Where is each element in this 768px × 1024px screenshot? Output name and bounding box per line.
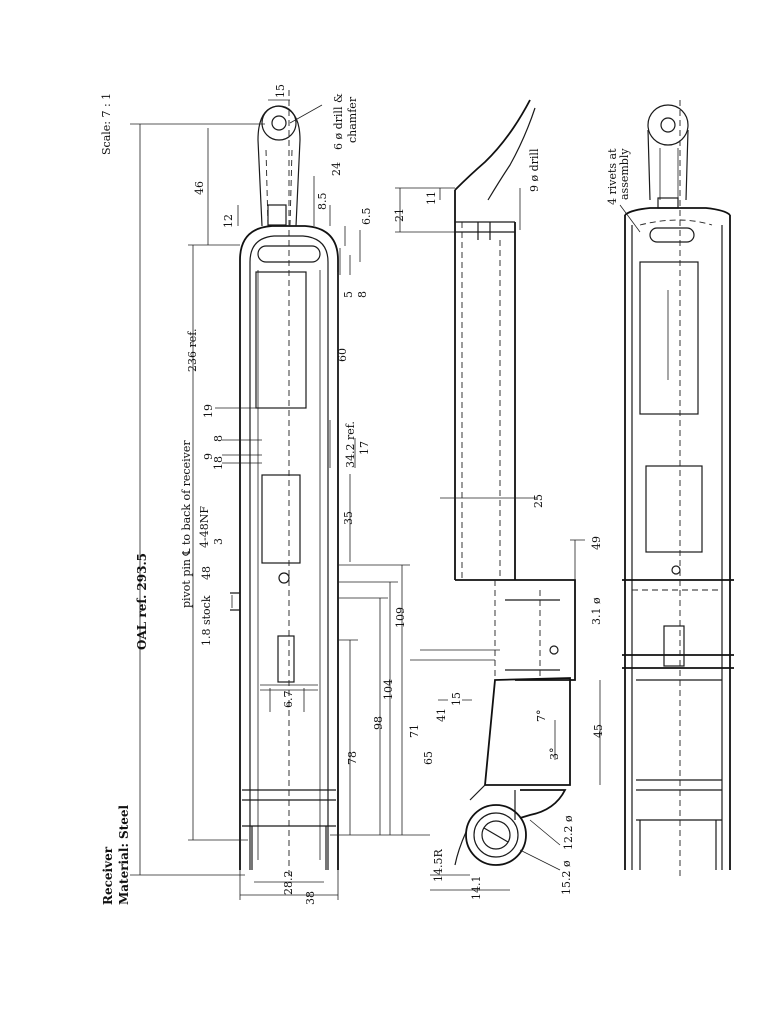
top-view-labels: OAL ref. 293.5 236 ref. 46 15 6 ø drill … <box>135 84 407 905</box>
oal-label: OAL ref. 293.5 <box>135 553 149 650</box>
dim-24: 24 <box>330 162 343 176</box>
angle-7: 7° <box>535 710 548 723</box>
dim-14-1: 14.1 <box>470 876 483 901</box>
dim-25: 25 <box>532 494 545 508</box>
dim-19: 19 <box>202 404 215 418</box>
dim-104: 104 <box>382 679 395 700</box>
dim-9: 9 <box>202 453 215 460</box>
dim-6-5: 6.5 <box>360 208 373 226</box>
dia-12-2: 12.2 ø <box>562 815 575 850</box>
ref-236-label: 236 ref. <box>186 329 199 372</box>
top-view <box>230 90 339 880</box>
dim-109: 109 <box>394 607 407 628</box>
dim-48: 48 <box>200 566 213 580</box>
dim-3: 3 <box>212 538 225 545</box>
side-view <box>454 99 576 866</box>
dim-60: 60 <box>336 348 349 362</box>
dim-65: 65 <box>422 751 435 765</box>
dim-98: 98 <box>372 716 385 730</box>
dim-6-7: 6.7 <box>282 691 295 709</box>
drill-9: 9 ø drill <box>528 148 541 192</box>
dim-15-side: 15 <box>450 692 463 706</box>
dim-5: 5 <box>342 291 355 298</box>
side-view-dimensions <box>395 187 601 891</box>
angle-3: 3° <box>548 748 561 761</box>
rivet-note-2: assembly <box>618 148 631 200</box>
part-name: Receiver <box>101 846 115 905</box>
dim-41: 41 <box>435 708 448 722</box>
dim-78: 78 <box>346 751 359 765</box>
eye-note-1: 6 ø drill & <box>332 93 345 150</box>
dim-8-slot: 8 <box>356 291 369 298</box>
dim-71: 71 <box>408 724 421 738</box>
bottom-view <box>622 100 734 880</box>
dim-21: 21 <box>393 208 406 222</box>
dim-11: 11 <box>425 191 438 205</box>
thread-note: 4-48NF <box>198 506 211 548</box>
dim-17: 17 <box>358 441 371 455</box>
scale-note: Scale: 7 : 1 <box>100 93 113 155</box>
top-view-dimensions <box>130 99 430 900</box>
dia-15-2: 15.2 ø <box>560 860 573 895</box>
dim-28-2: 28.2 <box>282 871 295 896</box>
dim-46: 46 <box>193 181 206 195</box>
eye-note-2: chamfer <box>346 96 359 143</box>
pivot-note: pivot pin ℄ to back of receiver <box>180 440 193 608</box>
bottom-view-labels: 4 rivets at assembly <box>606 148 641 233</box>
dim-12: 12 <box>222 214 235 228</box>
radius-14-5: 14.5R <box>432 849 445 882</box>
dim-38: 38 <box>304 891 317 905</box>
dim-8: 8 <box>212 435 225 442</box>
dim-49: 49 <box>590 536 603 550</box>
dim-15-top: 15 <box>274 84 287 98</box>
dim-18: 18 <box>212 456 225 470</box>
dim-35: 35 <box>342 511 355 525</box>
stock-note: 1.8 stock <box>200 595 213 646</box>
drill-3-1: 3.1 ø <box>590 597 603 625</box>
rivet-note-1: 4 rivets at <box>606 148 619 205</box>
material-note: Material: Steel <box>117 804 131 905</box>
dim-8-5: 8.5 <box>316 193 329 211</box>
side-view-labels: 21 11 9 ø drill 25 49 3.1 ø 71 65 41 15 … <box>393 148 605 900</box>
dim-34-2: 34.2 ref. <box>344 421 357 468</box>
dim-45: 45 <box>592 724 605 738</box>
title-block: Receiver Material: Steel Scale: 7 : 1 <box>100 93 131 905</box>
